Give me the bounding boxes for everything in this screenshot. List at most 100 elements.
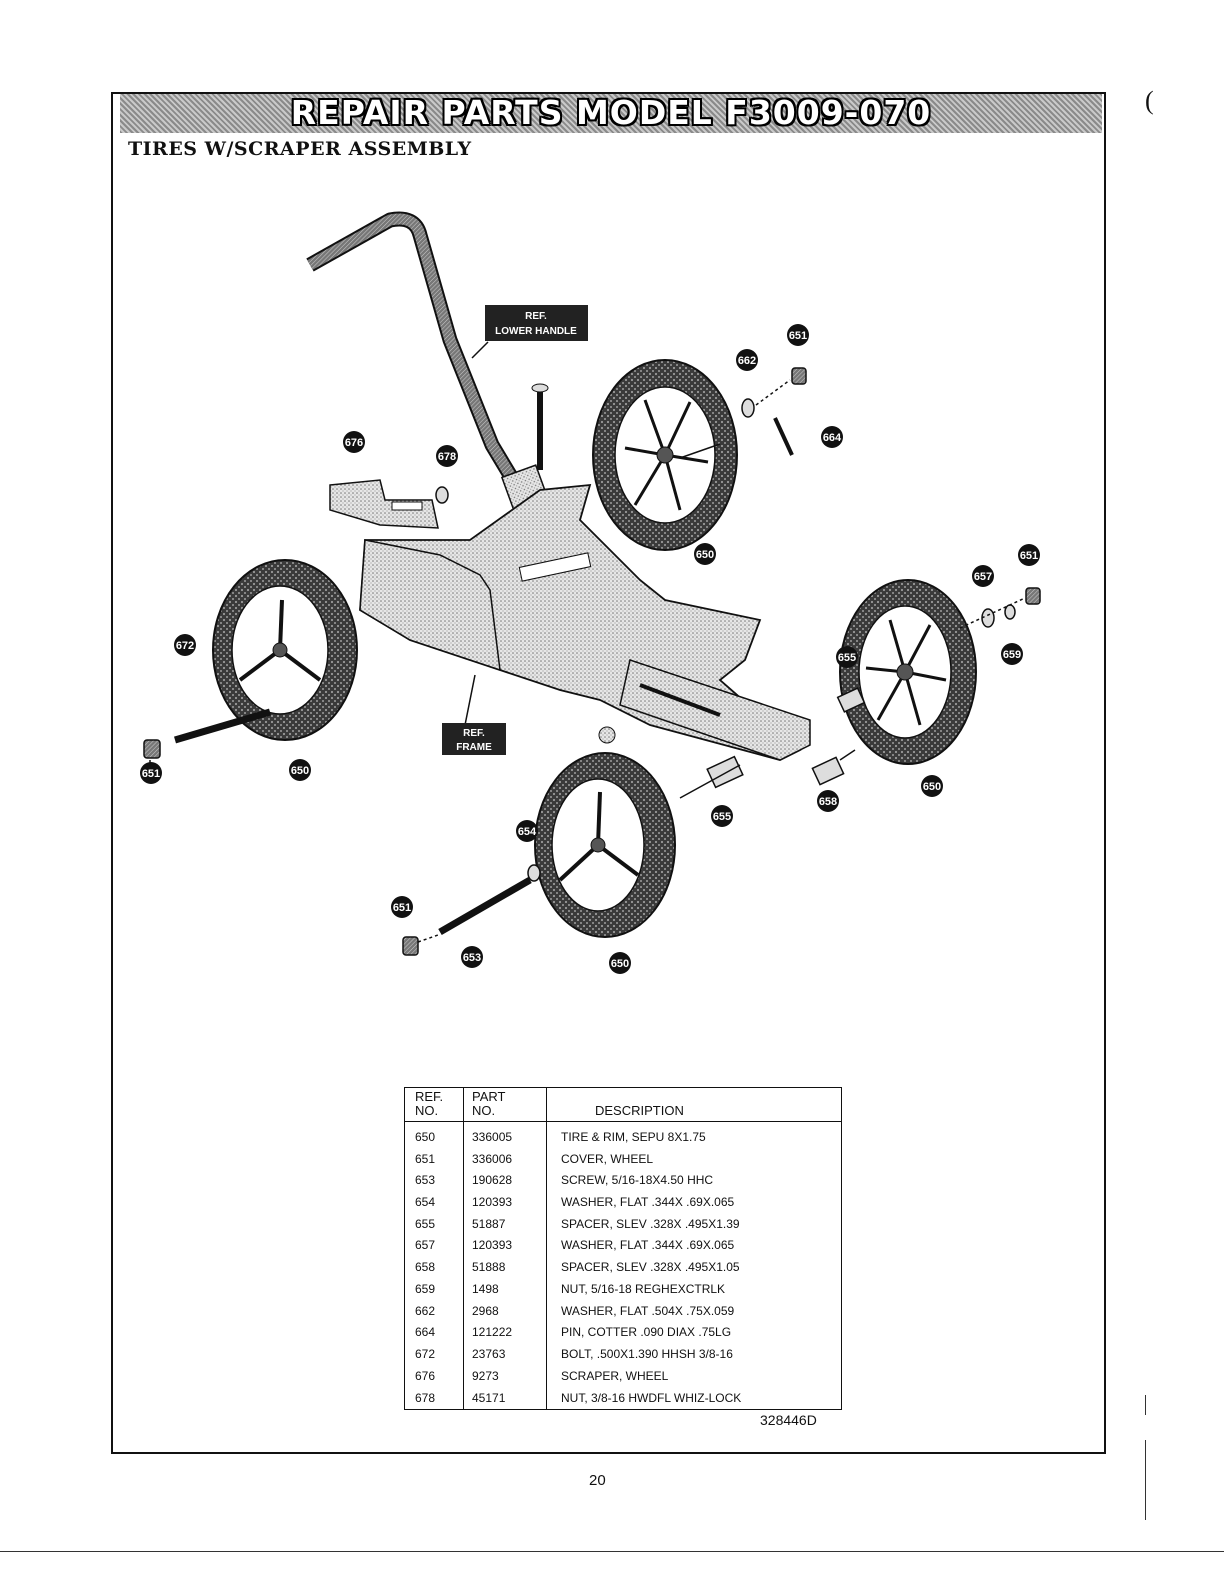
svg-text:650: 650 [696, 549, 714, 561]
callout-650-top: 650 [694, 543, 716, 565]
ref-no-cell: 654 [404, 1191, 464, 1214]
description-cell: SPACER, SLEV .328X .495X1.39 [561, 1216, 740, 1231]
ref-no-cell: 653 [404, 1169, 464, 1192]
ref-no-cell: 655 [404, 1213, 464, 1235]
ref-frame-label: REF. FRAME [442, 674, 506, 755]
callout-672: 672 [174, 634, 196, 656]
ref-no-cell: 678 [404, 1387, 464, 1410]
callout-651-top: 651 [787, 324, 809, 346]
svg-text:650: 650 [291, 765, 309, 777]
part-no-cell: 23763 [463, 1343, 547, 1366]
wheel-front-left [212, 559, 358, 741]
ref-no-header: REF.NO. [404, 1087, 464, 1122]
callout-653: 653 [461, 946, 483, 968]
svg-text:676: 676 [345, 437, 363, 449]
title-banner: REPAIR PARTS MODEL F3009-070 [120, 93, 1102, 133]
svg-text:664: 664 [823, 432, 842, 444]
part-no-cell: 51888 [463, 1256, 547, 1279]
svg-text:662: 662 [738, 355, 756, 367]
part-no-cell: 45171 [463, 1387, 547, 1410]
svg-text:658: 658 [819, 796, 837, 808]
svg-text:651: 651 [789, 330, 807, 342]
part-no-cell: 120393 [463, 1234, 547, 1257]
ref-no-cell: 662 [404, 1300, 464, 1322]
ref-no-cell: 650 [404, 1121, 464, 1148]
callout-657: 657 [972, 565, 994, 587]
ref-no-cell: 651 [404, 1147, 464, 1170]
description-cell: WASHER, FLAT .344X .69X.065 [561, 1195, 735, 1210]
svg-text:657: 657 [974, 571, 992, 583]
description-cell: TIRE & RIM, SEPU 8X1.75 [561, 1129, 706, 1144]
callout-654: 654 [516, 820, 538, 842]
lower-handle [306, 211, 552, 518]
part-no-cell: 2968 [463, 1300, 547, 1322]
description-header: DESCRIPTION [546, 1087, 842, 1122]
ref-no-cell: 676 [404, 1365, 464, 1388]
description-cell: SPACER, SLEV .328X .495X1.05 [561, 1260, 740, 1275]
drawing-code: 328446D [760, 1412, 817, 1428]
callout-662: 662 [736, 349, 758, 371]
part-no-cell: 9273 [463, 1365, 547, 1388]
svg-text:653: 653 [463, 952, 481, 964]
ref-lower-handle-line2: LOWER HANDLE [495, 326, 577, 337]
ref-lower-handle-label: REF. LOWER HANDLE [471, 305, 588, 359]
svg-text:651: 651 [142, 768, 160, 780]
part-no-cell: 1498 [463, 1278, 547, 1301]
ref-no-cell: 658 [404, 1256, 464, 1279]
wheel-rear-right [592, 359, 738, 551]
callout-676: 676 [343, 431, 365, 453]
svg-text:654: 654 [518, 826, 537, 838]
height-adjust-rod [531, 383, 549, 470]
callout-655-right: 655 [836, 646, 858, 668]
ref-frame-line1: REF. [463, 728, 485, 739]
wheel-front-bottom [534, 752, 676, 938]
svg-text:651: 651 [393, 902, 411, 914]
description-cell: SCRAPER, WHEEL [561, 1368, 669, 1383]
part-no-cell: 120393 [463, 1191, 547, 1214]
description-cell: BOLT, .500X1.390 HHSH 3/8-16 [561, 1347, 733, 1362]
margin-line-upper [1145, 1395, 1146, 1415]
part-no-cell: 51887 [463, 1213, 547, 1235]
frame [359, 483, 811, 761]
callout-651-left: 651 [140, 762, 162, 784]
description-cell: NUT, 3/8-16 HWDFL WHIZ-LOCK [561, 1390, 742, 1405]
description-cell: PIN, COTTER .090 DIAX .75LG [561, 1325, 732, 1340]
svg-text:672: 672 [176, 640, 194, 652]
callouts: 651 662 664 676 678 650 651 657 655 659 … [140, 324, 1040, 974]
ref-lower-handle-line1: REF. [525, 311, 547, 322]
parts-diagram: REF. LOWER HANDLE REF. FRAME [140, 211, 1041, 974]
svg-text:678: 678 [438, 451, 456, 463]
wheel-right [839, 579, 977, 765]
page-title: REPAIR PARTS MODEL F3009-070 [290, 93, 932, 132]
ref-no-cell: 672 [404, 1343, 464, 1366]
callout-650-bottom: 650 [609, 952, 631, 974]
callout-650-right: 650 [921, 775, 943, 797]
wheel-scraper [329, 479, 439, 529]
ref-no-cell: 657 [404, 1234, 464, 1257]
callout-650-left: 650 [289, 759, 311, 781]
svg-text:651: 651 [1020, 550, 1038, 562]
svg-text:650: 650 [923, 781, 941, 793]
callout-651-right: 651 [1018, 544, 1040, 566]
ref-no-cell: 664 [404, 1321, 464, 1344]
page-frame [111, 92, 1106, 1454]
callout-655-bottom: 655 [711, 805, 733, 827]
svg-text:655: 655 [838, 652, 856, 664]
part-no-cell: 336006 [463, 1147, 547, 1170]
description-cell: WASHER, FLAT .504X .75X.059 [561, 1303, 735, 1318]
part-no-cell: 121222 [463, 1321, 547, 1344]
part-no-cell: 336005 [463, 1121, 547, 1148]
